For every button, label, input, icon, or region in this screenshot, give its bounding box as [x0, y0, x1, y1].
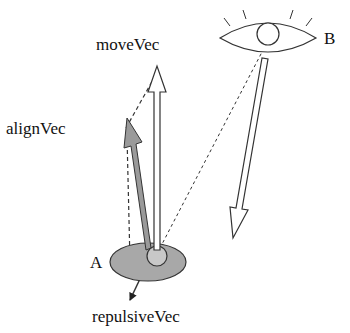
agent-label: B	[324, 30, 335, 47]
vector-label: alignVec	[6, 120, 65, 137]
vector-label: repulsiveVec	[92, 308, 180, 325]
vector-label: moveVec	[96, 36, 159, 53]
agent-label: A	[90, 254, 102, 271]
